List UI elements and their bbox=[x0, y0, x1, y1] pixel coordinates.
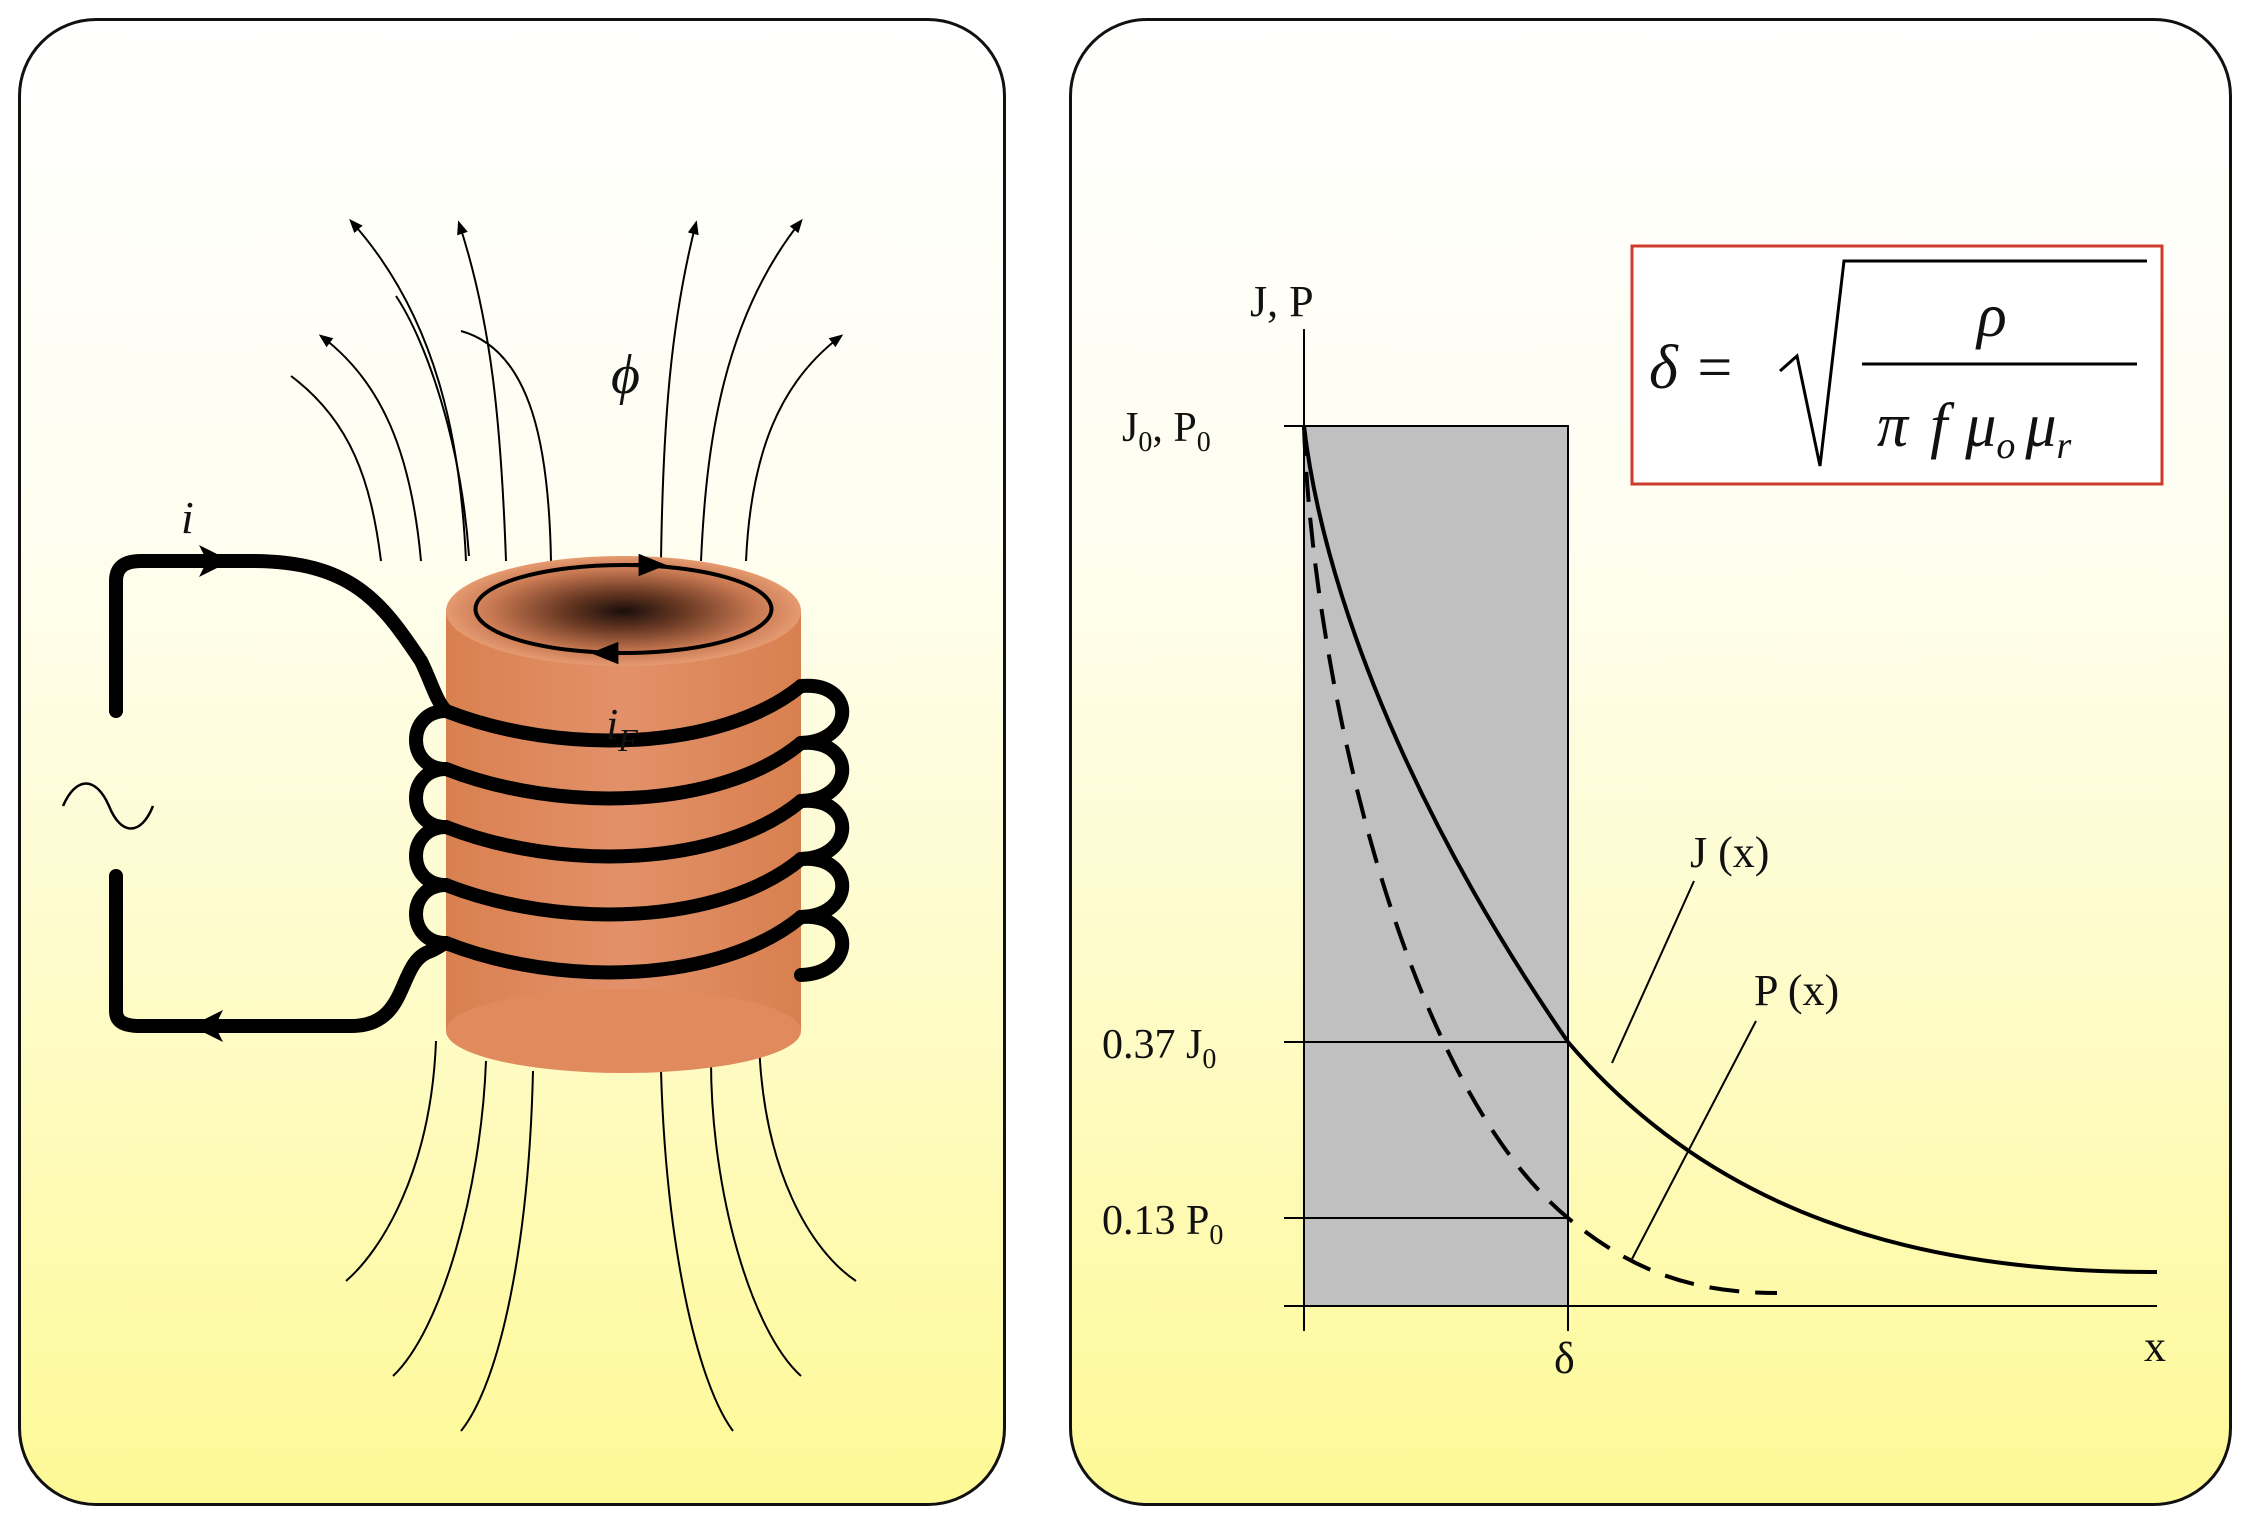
eddy-current-label: iF bbox=[606, 700, 638, 758]
coil-diagram: i ϕ iF bbox=[61, 218, 857, 1432]
flux-lines-top bbox=[290, 218, 844, 562]
x-axis-label: x bbox=[2144, 1322, 2166, 1371]
flux-label: ϕ bbox=[611, 344, 640, 406]
jx-leader bbox=[1611, 880, 1695, 1064]
y-axis-label: J, P bbox=[1250, 277, 1314, 326]
skin-depth-region bbox=[1303, 425, 1569, 1307]
flux-lines-top-main bbox=[395, 295, 470, 557]
current-arrows bbox=[191, 545, 231, 1042]
ac-source-icon bbox=[61, 782, 155, 830]
coil-winding bbox=[109, 554, 850, 1033]
px-curve bbox=[1302, 425, 1778, 1295]
px-label: P (x) bbox=[1754, 966, 1839, 1015]
jx-label: J (x) bbox=[1690, 828, 1769, 877]
jx-curve bbox=[1302, 425, 2158, 1275]
svg-text:δ =: δ = bbox=[1649, 334, 1735, 402]
svg-text:ρ: ρ bbox=[1975, 282, 2007, 350]
j037-label: 0.37 J0 bbox=[1102, 1022, 1216, 1075]
px-leader bbox=[1631, 1020, 1757, 1260]
current-label: i bbox=[181, 492, 194, 543]
p013-label: 0.13 P0 bbox=[1102, 1198, 1223, 1251]
eddy-current-ring bbox=[473, 553, 774, 665]
j0-p0-label: J0, P0 bbox=[1122, 405, 1211, 458]
coil-diagram-panel: i ϕ iF bbox=[18, 18, 1006, 1506]
flux-lines-bottom bbox=[345, 1040, 857, 1432]
delta-label: δ bbox=[1554, 1334, 1575, 1383]
